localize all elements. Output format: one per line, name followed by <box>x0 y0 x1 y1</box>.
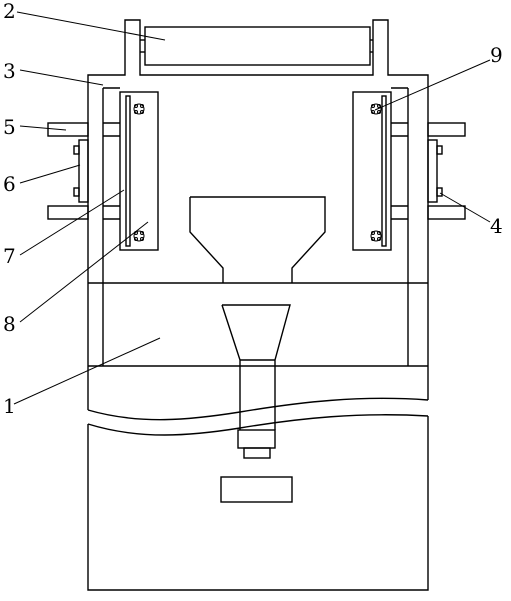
top-roller <box>140 26 373 66</box>
leader-lines <box>13 11 491 405</box>
callout-2: 2 <box>3 0 16 23</box>
lower-housing <box>87 416 429 591</box>
callout-4: 4 <box>490 214 503 238</box>
callout-8: 8 <box>3 312 16 336</box>
callout-1: 1 <box>3 394 16 418</box>
right-plate <box>352 91 392 251</box>
callout-7: 7 <box>3 244 16 268</box>
bolt-icon <box>133 230 145 242</box>
outer-frame <box>87 19 429 410</box>
callouts: 2 3 5 6 7 8 1 9 4 <box>3 0 503 418</box>
bolt-icon <box>370 103 382 115</box>
callout-6: 6 <box>3 172 16 196</box>
left-plate <box>119 91 159 251</box>
callout-3: 3 <box>3 59 16 83</box>
bolt-icon <box>370 230 382 242</box>
callout-9: 9 <box>490 43 503 67</box>
break-lines <box>87 397 429 436</box>
callout-5: 5 <box>3 115 16 139</box>
bolt-icon <box>133 103 145 115</box>
right-bracket <box>391 122 466 220</box>
lower-funnel <box>221 304 291 459</box>
upper-hopper <box>189 196 326 283</box>
